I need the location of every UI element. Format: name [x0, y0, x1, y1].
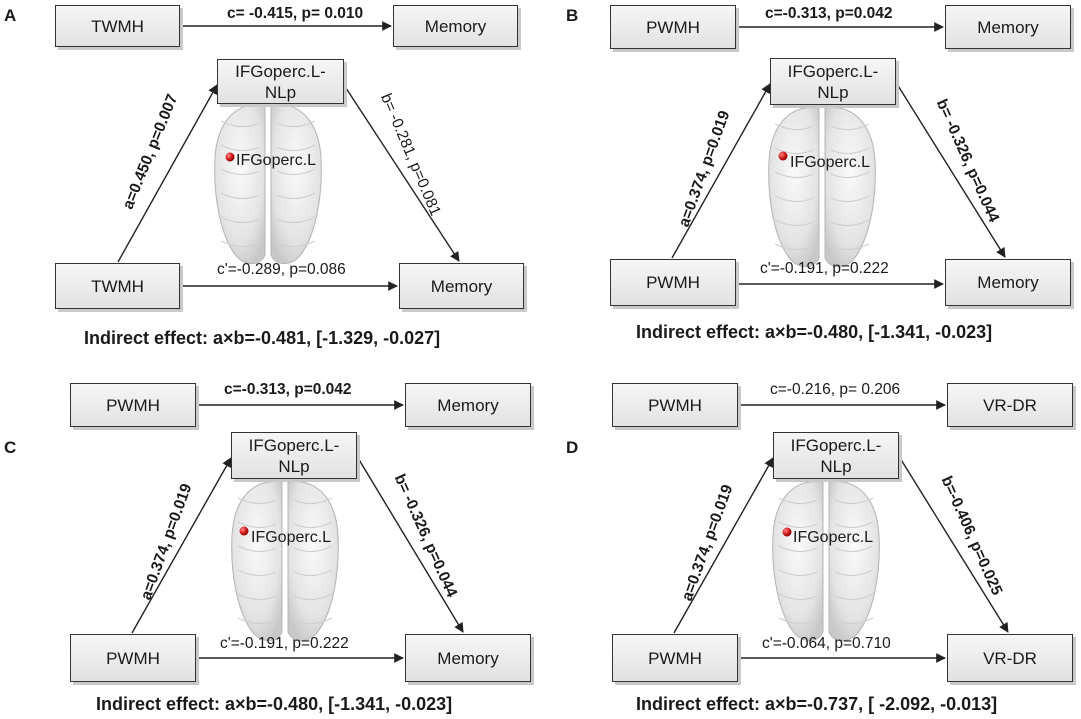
panel-letter: A	[4, 6, 17, 25]
brain-image	[768, 107, 876, 267]
top-outcome-box: VR-DR	[947, 383, 1073, 427]
a-path-arrow	[671, 83, 771, 259]
bottom-predictor-box: PWMH	[70, 634, 196, 682]
indirect-effect-label: Indirect effect: a×b=-0.481, [-1.329, -0…	[84, 328, 441, 348]
a-path-arrow	[673, 457, 774, 634]
bottom-predictor-box: TWMH	[55, 263, 180, 309]
mediator-line1: IFGoperc.L-	[248, 435, 340, 455]
indirect-effect-label: Indirect effect: a×b=-0.480, [-1.341, -0…	[96, 694, 453, 714]
c-prime-path-label: c'=-0.064, p=0.710	[762, 635, 891, 652]
brain-region-label: IFGoperc.L	[251, 529, 332, 546]
brain-image	[231, 481, 339, 641]
mediator-line1: IFGoperc.L-	[235, 61, 326, 81]
top-predictor-box: PWMH	[610, 5, 736, 49]
mediator-box: IFGoperc.L- NLp	[770, 58, 896, 105]
brain-region-label: IFGoperc.L	[790, 154, 871, 171]
c-prime-path-label: c'=-0.289, p=0.086	[217, 261, 346, 278]
brain-image	[214, 104, 322, 264]
c-prime-path-label: c'=-0.191, p=0.222	[220, 635, 349, 652]
c-path-label: c= -0.415, p= 0.010	[227, 5, 364, 22]
roi-marker	[782, 527, 792, 537]
brain-image	[772, 481, 880, 641]
top-outcome-box: Memory	[393, 5, 518, 47]
top-predictor-box: PWMH	[612, 383, 738, 427]
top-outcome-box: Memory	[945, 5, 1071, 49]
brain-region-label: IFGoperc.L	[793, 529, 874, 546]
b-path-arrow	[343, 84, 460, 262]
panel-letter: D	[566, 438, 579, 457]
bottom-outcome-box: Memory	[405, 634, 531, 682]
mediator-line2: NLp	[820, 456, 852, 476]
bottom-outcome-box: Memory	[945, 259, 1071, 306]
a-path-arrow	[131, 457, 232, 634]
bottom-outcome-box: VR-DR	[947, 634, 1073, 682]
c-path-label: c=-0.313, p=0.042	[224, 381, 352, 398]
mediator-line1: IFGoperc.L-	[790, 435, 882, 455]
panel-letter: C	[4, 438, 17, 457]
a-path-arrow	[117, 84, 218, 263]
mediator-line2: NLp	[817, 82, 849, 102]
mediator-box: IFGoperc.L- NLp	[217, 59, 344, 104]
brain-region-label: IFGoperc.L	[236, 152, 317, 169]
mediator-line2: NLp	[278, 456, 310, 476]
indirect-effect-label: Indirect effect: a×b=-0.480, [-1.341, -0…	[636, 322, 993, 342]
b-path-arrow	[357, 457, 464, 633]
top-outcome-box: Memory	[405, 383, 531, 427]
c-prime-path-label: c'=-0.191, p=0.222	[760, 260, 889, 277]
roi-marker	[225, 152, 235, 162]
b-path-arrow	[899, 457, 1009, 633]
bottom-predictor-box: PWMH	[612, 634, 738, 682]
indirect-effect-label: Indirect effect: a×b=-0.737, [ -2.092, -…	[636, 694, 998, 714]
b-path-arrow	[896, 83, 1006, 258]
top-predictor-box: PWMH	[70, 383, 196, 427]
roi-marker	[778, 151, 788, 161]
bottom-outcome-box: Memory	[399, 263, 524, 309]
top-predictor-box: TWMH	[55, 5, 180, 47]
panel-letter: B	[566, 6, 579, 25]
c-path-label: c=-0.216, p= 0.206	[770, 381, 901, 398]
bottom-predictor-box: PWMH	[610, 259, 736, 306]
mediator-box: IFGoperc.L- NLp	[773, 432, 899, 479]
mediator-line1: IFGoperc.L-	[787, 61, 879, 81]
mediator-line2: NLp	[264, 82, 297, 102]
roi-marker	[239, 526, 249, 536]
c-path-label: c=-0.313, p=0.042	[765, 5, 893, 22]
mediator-box: IFGoperc.L- NLp	[231, 432, 357, 479]
